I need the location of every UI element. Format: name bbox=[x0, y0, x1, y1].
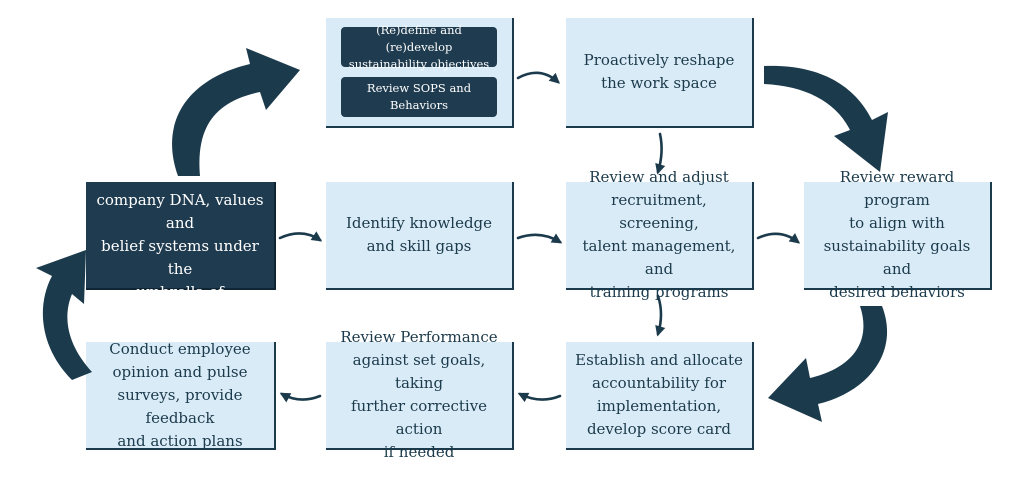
reshape-workspace-box: Proactively reshape the work space bbox=[566, 18, 754, 128]
review-sops-pill: Review SOPS and Behaviors bbox=[341, 77, 497, 117]
start-box: START by reviewing the company DNA, valu… bbox=[86, 145, 276, 324]
big-arrow-reshape-to-reward bbox=[764, 65, 888, 172]
objectives-box: (Re)define and (re)develop sustainabilit… bbox=[326, 18, 514, 128]
redefine-objectives-pill: (Re)define and (re)develop sustainabilit… bbox=[341, 23, 497, 71]
arrow-start-to-identify bbox=[278, 231, 323, 242]
arrow-identify-to-recruitment bbox=[516, 233, 563, 244]
survey-box: Conduct employee opinion and pulse surve… bbox=[86, 340, 276, 450]
performance-box: Review Performance against set goals, ta… bbox=[326, 328, 514, 461]
arrow-recruitment-to-reward bbox=[756, 232, 801, 244]
arrow-performance-to-survey bbox=[279, 392, 322, 403]
big-arrow-survey-to-start bbox=[36, 250, 92, 380]
identify-gaps-box: Identify knowledge and skill gaps bbox=[326, 182, 514, 290]
big-arrow-reward-to-accountability bbox=[768, 306, 888, 422]
arrow-accountability-to-performance bbox=[517, 392, 562, 403]
arrow-objectives-to-reshape bbox=[516, 71, 560, 84]
reward-program-box: Review reward program to align with sust… bbox=[804, 168, 992, 301]
accountability-box: Establish and allocate accountability fo… bbox=[566, 342, 754, 450]
recruitment-box: Review and adjust recruitment, screening… bbox=[566, 168, 754, 301]
